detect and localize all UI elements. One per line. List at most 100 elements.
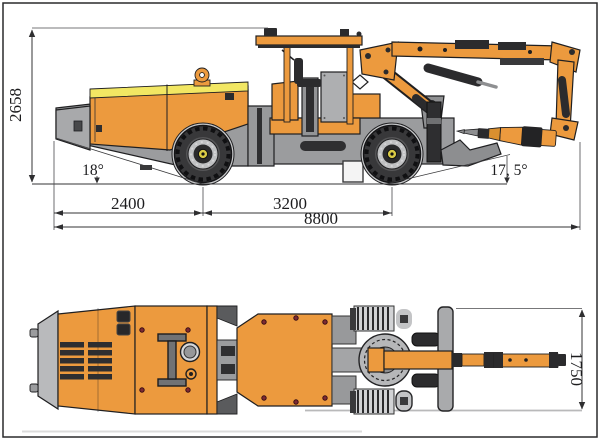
pivot-pin xyxy=(365,53,371,59)
screw xyxy=(293,315,299,321)
rivet xyxy=(323,74,326,77)
articulation-hinge xyxy=(257,108,262,164)
pivot-pin xyxy=(563,125,569,131)
rear-deck xyxy=(351,93,381,119)
bolt xyxy=(443,48,447,52)
arrowhead xyxy=(54,210,63,216)
filler-dot xyxy=(189,372,193,376)
hinge-pin-top xyxy=(221,346,235,356)
plan-rear-hull xyxy=(236,313,333,407)
plan-boom-beam xyxy=(383,350,453,370)
arrowhead xyxy=(94,177,100,184)
drill-nose xyxy=(487,127,502,142)
arrowhead xyxy=(28,175,36,183)
plan-boom-tip xyxy=(558,354,566,366)
rear-jack-cylinder xyxy=(426,101,442,163)
overall-length-label: 8800 xyxy=(304,209,338,228)
feed-end-right xyxy=(549,352,558,368)
pivot-pin xyxy=(569,49,575,55)
cylinder-rod xyxy=(476,80,498,89)
pedestal-core xyxy=(306,82,314,132)
drill-bit-tip xyxy=(455,129,465,135)
drilling-boom xyxy=(359,40,581,167)
hydraulic-cylinder-1 xyxy=(423,63,483,87)
drive-shaft xyxy=(300,141,346,151)
arrowhead xyxy=(571,224,580,230)
screw xyxy=(293,399,299,405)
plan-nose xyxy=(37,309,59,411)
gray-box xyxy=(331,347,363,373)
drill-bit xyxy=(463,128,479,137)
arrowhead xyxy=(28,29,36,37)
screw xyxy=(139,387,145,393)
front-bumper-panel xyxy=(55,105,91,151)
front-overhang-label: 2400 xyxy=(111,194,145,213)
rivet xyxy=(343,74,345,77)
forearm-cylinder xyxy=(558,76,570,118)
support-wedge xyxy=(440,139,502,167)
drill-chuck xyxy=(477,128,490,139)
hinge-pin-bottom xyxy=(221,364,235,374)
manhole-inner xyxy=(183,345,197,359)
rear-wheel xyxy=(359,121,425,187)
plan-view-dimensions: 1750 xyxy=(567,309,586,410)
screw xyxy=(139,327,145,333)
arrowhead xyxy=(504,177,510,184)
canopy-front-post xyxy=(283,43,291,123)
rivet xyxy=(323,117,326,119)
operator-canopy xyxy=(255,28,363,137)
seat-cushion xyxy=(297,79,321,87)
arrowhead xyxy=(54,224,63,230)
screw xyxy=(185,387,191,393)
arrowhead xyxy=(383,210,392,216)
i-beam xyxy=(157,333,187,387)
radiator-grille xyxy=(60,342,112,380)
wheel-chain-top xyxy=(350,305,395,332)
underslung-box xyxy=(342,160,364,183)
seat-backrest xyxy=(294,58,303,84)
drill-head xyxy=(455,126,557,148)
bolt xyxy=(528,50,532,54)
step-foot xyxy=(140,165,152,170)
plan-lamp-1 xyxy=(116,310,131,323)
roof-trim xyxy=(258,45,360,48)
lift-cylinder-top xyxy=(411,332,441,347)
arrowhead xyxy=(194,210,203,216)
plan-view: 1750 xyxy=(22,305,586,433)
wheel-chain-bottom xyxy=(350,388,395,415)
feed-end-left xyxy=(494,352,503,368)
arrowhead xyxy=(578,402,586,410)
plan-articulation-strip xyxy=(206,305,218,415)
drill-taper xyxy=(499,126,524,146)
diamond-marker xyxy=(351,74,369,90)
plan-boom-clamp xyxy=(452,353,462,367)
approach-angle-label: 18° xyxy=(82,162,104,179)
screw xyxy=(261,395,267,401)
screw xyxy=(322,319,328,325)
tow-hook-top xyxy=(29,328,39,338)
width-dim-label: 1750 xyxy=(567,352,586,386)
screw xyxy=(322,395,328,401)
pivot-pin xyxy=(385,47,391,53)
ground-shadow xyxy=(22,430,362,433)
articulation-wedge-top xyxy=(216,305,238,327)
boom-slide xyxy=(500,58,544,65)
pivot-pin xyxy=(383,69,389,75)
roof-beacon-left xyxy=(264,28,277,36)
hood-fitting xyxy=(225,93,234,100)
door-latch xyxy=(73,120,83,132)
arrowhead xyxy=(578,309,586,317)
hub-core-bottom xyxy=(400,397,408,405)
side-view: 2658 18° 17, 5° 2400 3200 xyxy=(6,27,581,230)
jack-band xyxy=(427,118,441,124)
plan-boom-segment xyxy=(461,353,485,367)
wheelbase-label: 3200 xyxy=(273,194,307,213)
plan-boom-base xyxy=(367,347,385,373)
boom-top-fitting xyxy=(455,40,489,49)
roof-beacon-right xyxy=(340,29,349,36)
side-view-dimensions: 2658 18° 17, 5° 2400 3200 xyxy=(6,27,581,230)
height-dim-label: 2658 xyxy=(6,88,25,122)
lifting-lug xyxy=(193,67,211,87)
